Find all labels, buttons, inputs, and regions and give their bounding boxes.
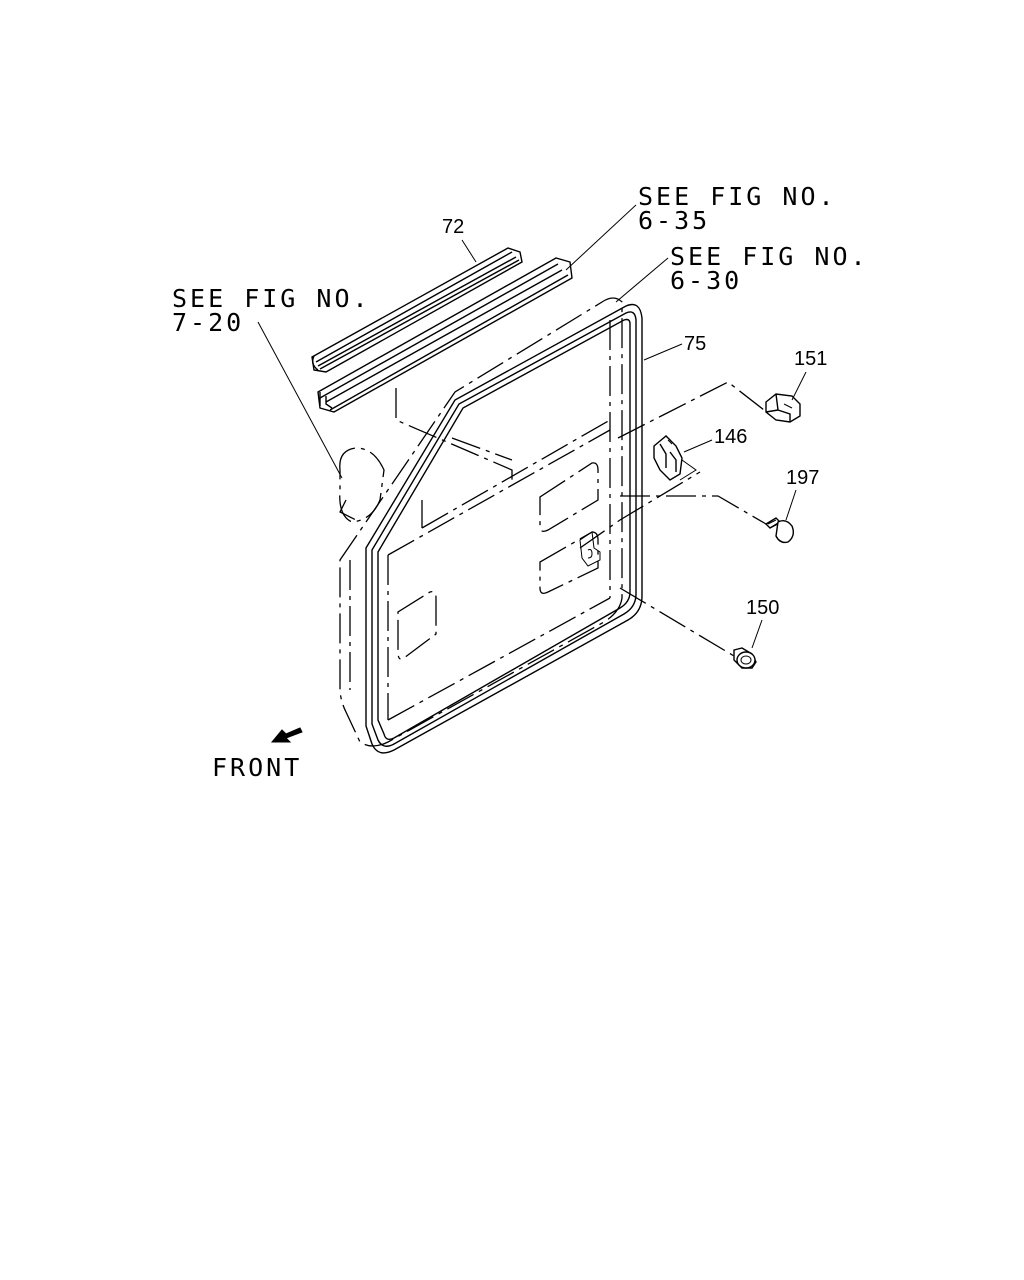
reference-line2: 6-35 [638, 206, 710, 235]
weatherstrip-part-72 [311, 247, 523, 373]
reference-note-6-30: SEE FIG NO. 6-30 [670, 242, 869, 295]
reference-line1: SEE FIG NO. [638, 182, 837, 211]
reference-line1: SEE FIG NO. [172, 284, 371, 313]
reference-note-6-35: SEE FIG NO. 6-35 [638, 182, 837, 235]
glass-run-channel [317, 257, 573, 413]
front-label: FRONT [212, 753, 302, 782]
door-shell [339, 297, 623, 747]
reference-note-7-20: SEE FIG NO. 7-20 [172, 284, 371, 337]
striker-mount [579, 531, 601, 567]
callout-72: 72 [442, 216, 464, 238]
door-seal-part-75 [365, 303, 643, 754]
callout-151: 151 [794, 348, 827, 370]
screw-part-197 [764, 517, 795, 544]
reference-line2: 6-30 [670, 266, 742, 295]
striker-part-146 [653, 435, 697, 481]
callout-75: 75 [684, 333, 706, 355]
clip-part-151 [765, 393, 801, 423]
leader-lines [257, 204, 807, 657]
door-panel-cutouts [397, 462, 599, 660]
callout-197: 197 [786, 467, 819, 489]
reference-line2: 7-20 [172, 308, 244, 337]
callout-146: 146 [714, 426, 747, 448]
reference-line1: SEE FIG NO. [670, 242, 869, 271]
front-arrow-icon [270, 727, 303, 743]
stopper-part-150 [733, 647, 757, 669]
side-mirror [339, 447, 385, 523]
callout-150: 150 [746, 597, 779, 619]
